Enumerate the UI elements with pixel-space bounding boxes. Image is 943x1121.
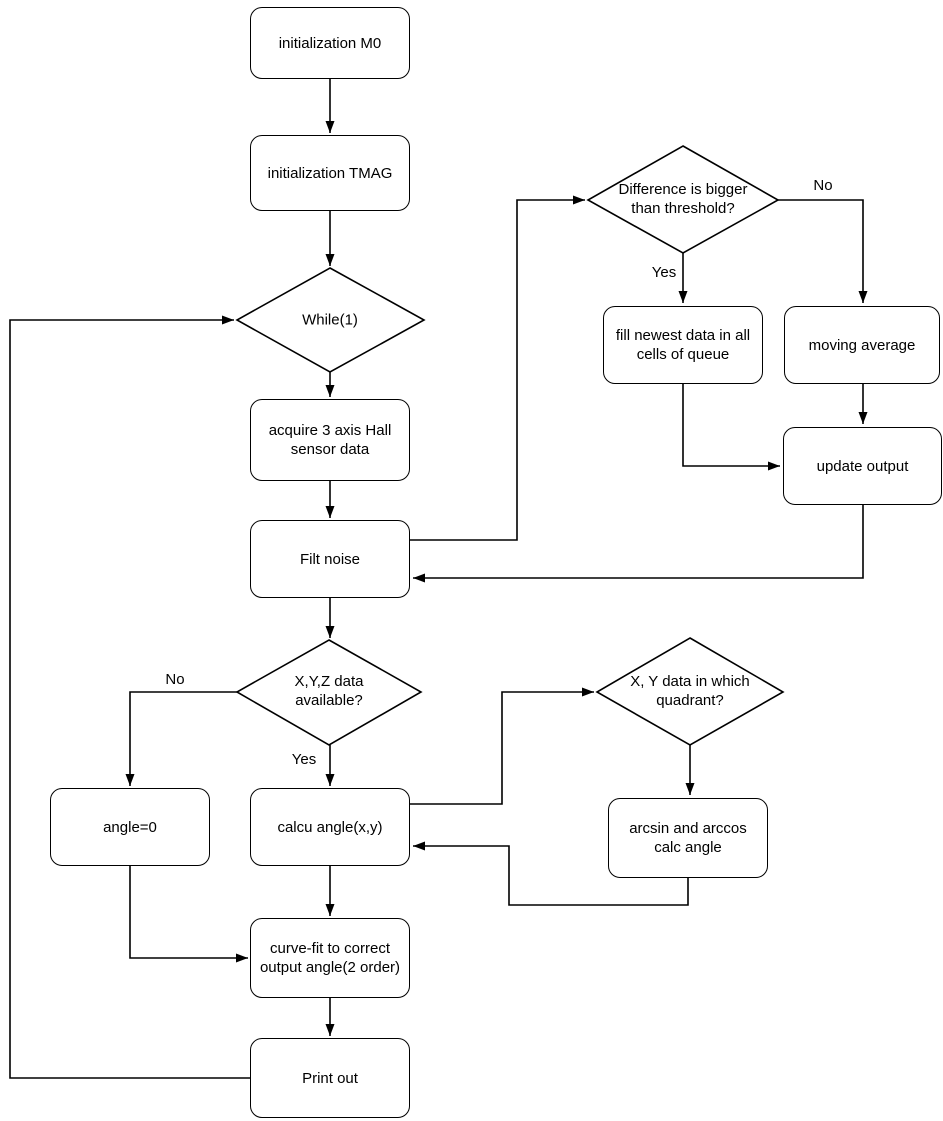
node-print-out: Print out [250, 1038, 410, 1118]
node-label: Print out [302, 1069, 358, 1087]
edge-label-xyz-yes: Yes [289, 751, 319, 769]
node-label: angle=0 [103, 818, 157, 836]
node-fill-newest-data: fill newest data in all cells of queue [603, 306, 763, 384]
quadrant-diamond [595, 637, 785, 746]
while-loop-diamond [235, 267, 426, 373]
xyz-available-diamond [235, 639, 423, 746]
node-filt-noise: Filt noise [250, 520, 410, 598]
node-label: initialization M0 [278, 34, 382, 52]
edge-angle0-to-curvefit [129, 866, 248, 963]
difference-threshold-diamond [586, 145, 780, 254]
edge-difference-no-to-movingavg [778, 199, 868, 303]
edge-label-difference-no: No [811, 177, 835, 195]
edge-filtnoise-to-difference [410, 195, 585, 541]
node-label: initialization TMAG [267, 164, 393, 182]
node-initialization-tmag: initialization TMAG [250, 135, 410, 211]
edge-fillnewest-to-updateoutput [682, 384, 780, 471]
node-label: update output [816, 457, 909, 475]
node-label: arcsin and arccos [629, 820, 747, 837]
edge-calcu-to-quadrant [410, 687, 594, 805]
edge-xyz-no-to-angle0 [125, 691, 237, 786]
node-label: calcu angle(x,y) [277, 818, 383, 836]
node-label: output angle(2 order) [259, 959, 401, 976]
node-calcu-angle: calcu angle(x,y) [250, 788, 410, 866]
node-label: fill newest data in all [615, 327, 751, 344]
edge-printout-to-while [9, 315, 250, 1079]
node-label: acquire 3 axis Hall [268, 422, 392, 439]
edge-label-xyz-no: No [163, 671, 187, 689]
node-moving-average: moving average [784, 306, 940, 384]
node-update-output: update output [783, 427, 942, 505]
node-initialization-m0: initialization M0 [250, 7, 410, 79]
node-curve-fit: curve-fit to correct output angle(2 orde… [250, 918, 410, 998]
node-label: calc angle [654, 839, 722, 856]
node-label: moving average [808, 336, 916, 354]
node-label: sensor data [290, 441, 370, 458]
node-label: cells of queue [636, 346, 730, 363]
node-label: curve-fit to correct [269, 940, 391, 957]
node-angle-zero: angle=0 [50, 788, 210, 866]
node-acquire-hall-data: acquire 3 axis Hall sensor data [250, 399, 410, 481]
edge-arcsin-to-calcu [413, 841, 689, 906]
node-arcsin-arccos: arcsin and arccos calc angle [608, 798, 768, 878]
node-label: Filt noise [299, 550, 361, 568]
edge-updateoutput-to-filtnoise [413, 505, 864, 583]
edge-label-difference-yes: Yes [649, 264, 679, 282]
